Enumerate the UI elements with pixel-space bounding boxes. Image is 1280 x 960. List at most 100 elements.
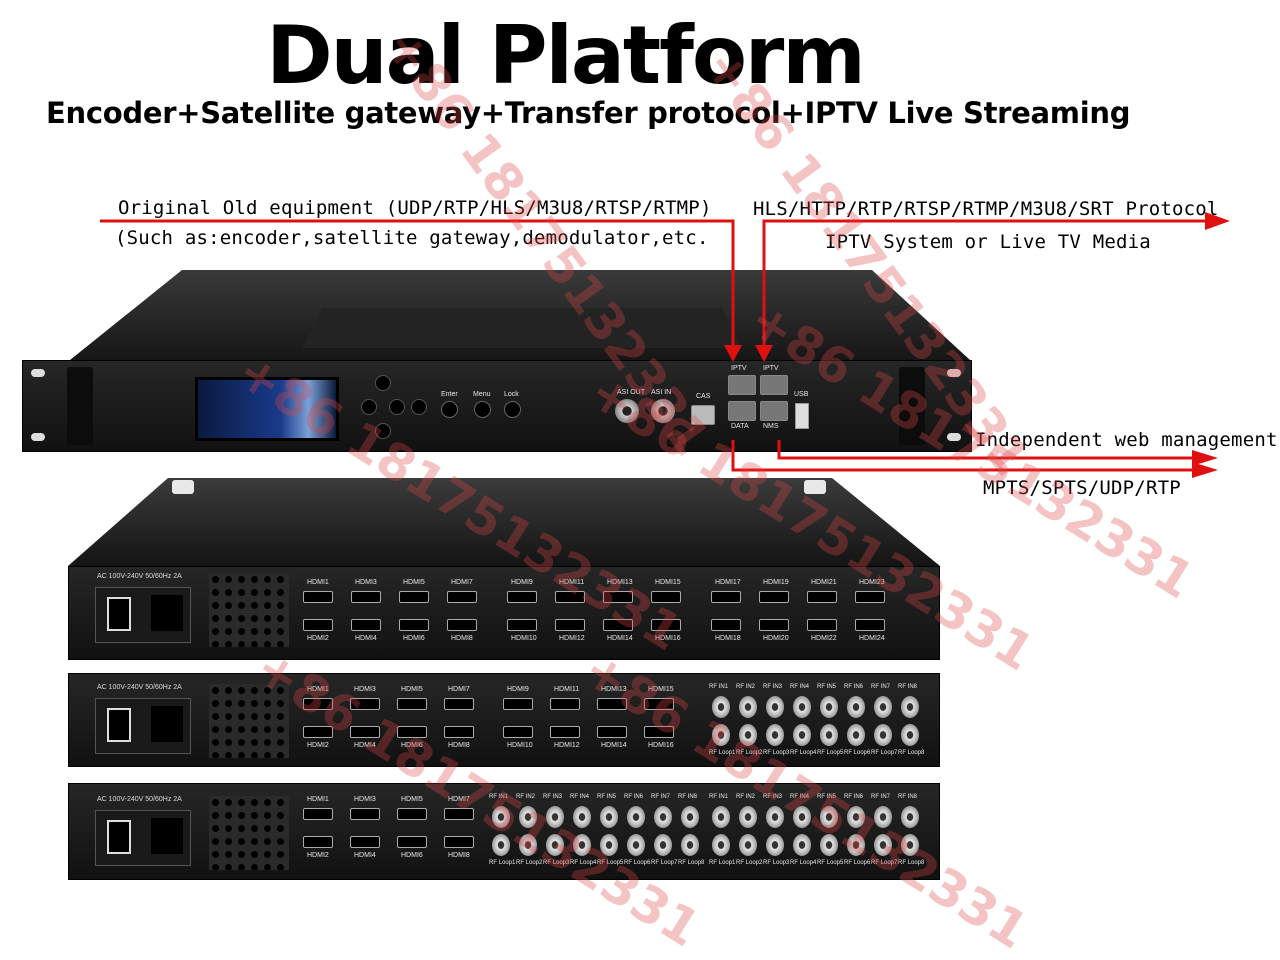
rf-in-connector[interactable]: [847, 696, 865, 718]
asi-in-connector[interactable]: [651, 399, 675, 423]
hdmi-port[interactable]: [350, 698, 380, 710]
hdmi-port[interactable]: [759, 591, 789, 603]
hdmi-port[interactable]: [550, 726, 580, 738]
hdmi-port[interactable]: [303, 808, 333, 820]
hdmi-port[interactable]: [807, 619, 837, 631]
hdmi-port[interactable]: [350, 836, 380, 848]
rf-loop-connector[interactable]: [901, 724, 919, 746]
hdmi-port[interactable]: [550, 698, 580, 710]
rf-loop-connector[interactable]: [573, 834, 591, 856]
rf-in-connector[interactable]: [712, 806, 730, 828]
left-key[interactable]: [361, 399, 377, 415]
hdmi-port[interactable]: [303, 698, 333, 710]
usb-port[interactable]: [795, 403, 809, 429]
rf-loop-connector[interactable]: [901, 834, 919, 856]
hdmi-port[interactable]: [507, 619, 537, 631]
up-key[interactable]: [375, 375, 391, 391]
rf-loop-connector[interactable]: [492, 834, 510, 856]
nms-port[interactable]: [760, 401, 788, 421]
hdmi-port[interactable]: [555, 619, 585, 631]
rf-loop-connector[interactable]: [820, 724, 838, 746]
rf-loop-connector[interactable]: [847, 834, 865, 856]
rf-in-connector[interactable]: [600, 806, 618, 828]
hdmi-port[interactable]: [397, 836, 427, 848]
rf-in-connector[interactable]: [901, 806, 919, 828]
rf-loop-connector[interactable]: [739, 724, 757, 746]
menu-button[interactable]: [474, 401, 491, 418]
hdmi-port[interactable]: [303, 619, 333, 631]
hdmi-port[interactable]: [303, 836, 333, 848]
cas-port[interactable]: [691, 405, 715, 425]
hdmi-port[interactable]: [644, 698, 674, 710]
iptv2-port[interactable]: [760, 375, 788, 395]
rf-in-connector[interactable]: [739, 696, 757, 718]
rf-loop-connector[interactable]: [681, 834, 699, 856]
hdmi-port[interactable]: [711, 591, 741, 603]
hdmi-port[interactable]: [597, 698, 627, 710]
hdmi-port[interactable]: [555, 591, 585, 603]
hdmi-port[interactable]: [350, 726, 380, 738]
hdmi-port[interactable]: [303, 591, 333, 603]
hdmi-port[interactable]: [397, 726, 427, 738]
rf-in-connector[interactable]: [793, 806, 811, 828]
rf-in-connector[interactable]: [820, 696, 838, 718]
rf-in-connector[interactable]: [847, 806, 865, 828]
hdmi-port[interactable]: [351, 591, 381, 603]
rf-loop-connector[interactable]: [793, 834, 811, 856]
rf-loop-connector[interactable]: [874, 834, 892, 856]
enter-button[interactable]: [441, 401, 458, 418]
hdmi-port[interactable]: [447, 619, 477, 631]
rf-in-connector[interactable]: [874, 806, 892, 828]
hdmi-port[interactable]: [350, 808, 380, 820]
hdmi-port[interactable]: [651, 591, 681, 603]
hdmi-port[interactable]: [603, 619, 633, 631]
rf-in-connector[interactable]: [654, 806, 672, 828]
down-key[interactable]: [375, 423, 391, 439]
rf-in-connector[interactable]: [766, 696, 784, 718]
hdmi-port[interactable]: [603, 591, 633, 603]
power-switch[interactable]: [107, 708, 131, 742]
hdmi-port[interactable]: [644, 726, 674, 738]
iptv1-port[interactable]: [728, 375, 756, 395]
rf-in-connector[interactable]: [793, 696, 811, 718]
ok-key[interactable]: [411, 399, 427, 415]
hdmi-port[interactable]: [351, 619, 381, 631]
hdmi-port[interactable]: [651, 619, 681, 631]
rf-in-connector[interactable]: [766, 806, 784, 828]
rf-loop-connector[interactable]: [654, 834, 672, 856]
hdmi-port[interactable]: [597, 726, 627, 738]
rf-loop-connector[interactable]: [793, 724, 811, 746]
hdmi-port[interactable]: [444, 726, 474, 738]
rf-loop-connector[interactable]: [874, 724, 892, 746]
rf-loop-connector[interactable]: [600, 834, 618, 856]
rf-loop-connector[interactable]: [712, 834, 730, 856]
rf-in-connector[interactable]: [492, 806, 510, 828]
rf-loop-connector[interactable]: [712, 724, 730, 746]
hdmi-port[interactable]: [503, 698, 533, 710]
hdmi-port[interactable]: [855, 619, 885, 631]
rf-in-connector[interactable]: [739, 806, 757, 828]
hdmi-port[interactable]: [507, 591, 537, 603]
lock-button[interactable]: [504, 401, 521, 418]
power-switch[interactable]: [107, 820, 131, 854]
hdmi-port[interactable]: [399, 619, 429, 631]
rf-in-connector[interactable]: [627, 806, 645, 828]
rf-in-connector[interactable]: [820, 806, 838, 828]
hdmi-port[interactable]: [503, 726, 533, 738]
hdmi-port[interactable]: [447, 591, 477, 603]
rf-loop-connector[interactable]: [766, 834, 784, 856]
hdmi-port[interactable]: [303, 726, 333, 738]
asi-out-connector[interactable]: [615, 399, 639, 423]
rf-loop-connector[interactable]: [766, 724, 784, 746]
hdmi-port[interactable]: [807, 591, 837, 603]
hdmi-port[interactable]: [444, 808, 474, 820]
rf-in-connector[interactable]: [519, 806, 537, 828]
rf-loop-connector[interactable]: [546, 834, 564, 856]
rf-loop-connector[interactable]: [847, 724, 865, 746]
hdmi-port[interactable]: [855, 591, 885, 603]
hdmi-port[interactable]: [399, 591, 429, 603]
hdmi-port[interactable]: [444, 836, 474, 848]
rf-in-connector[interactable]: [874, 696, 892, 718]
hdmi-port[interactable]: [759, 619, 789, 631]
hdmi-port[interactable]: [711, 619, 741, 631]
